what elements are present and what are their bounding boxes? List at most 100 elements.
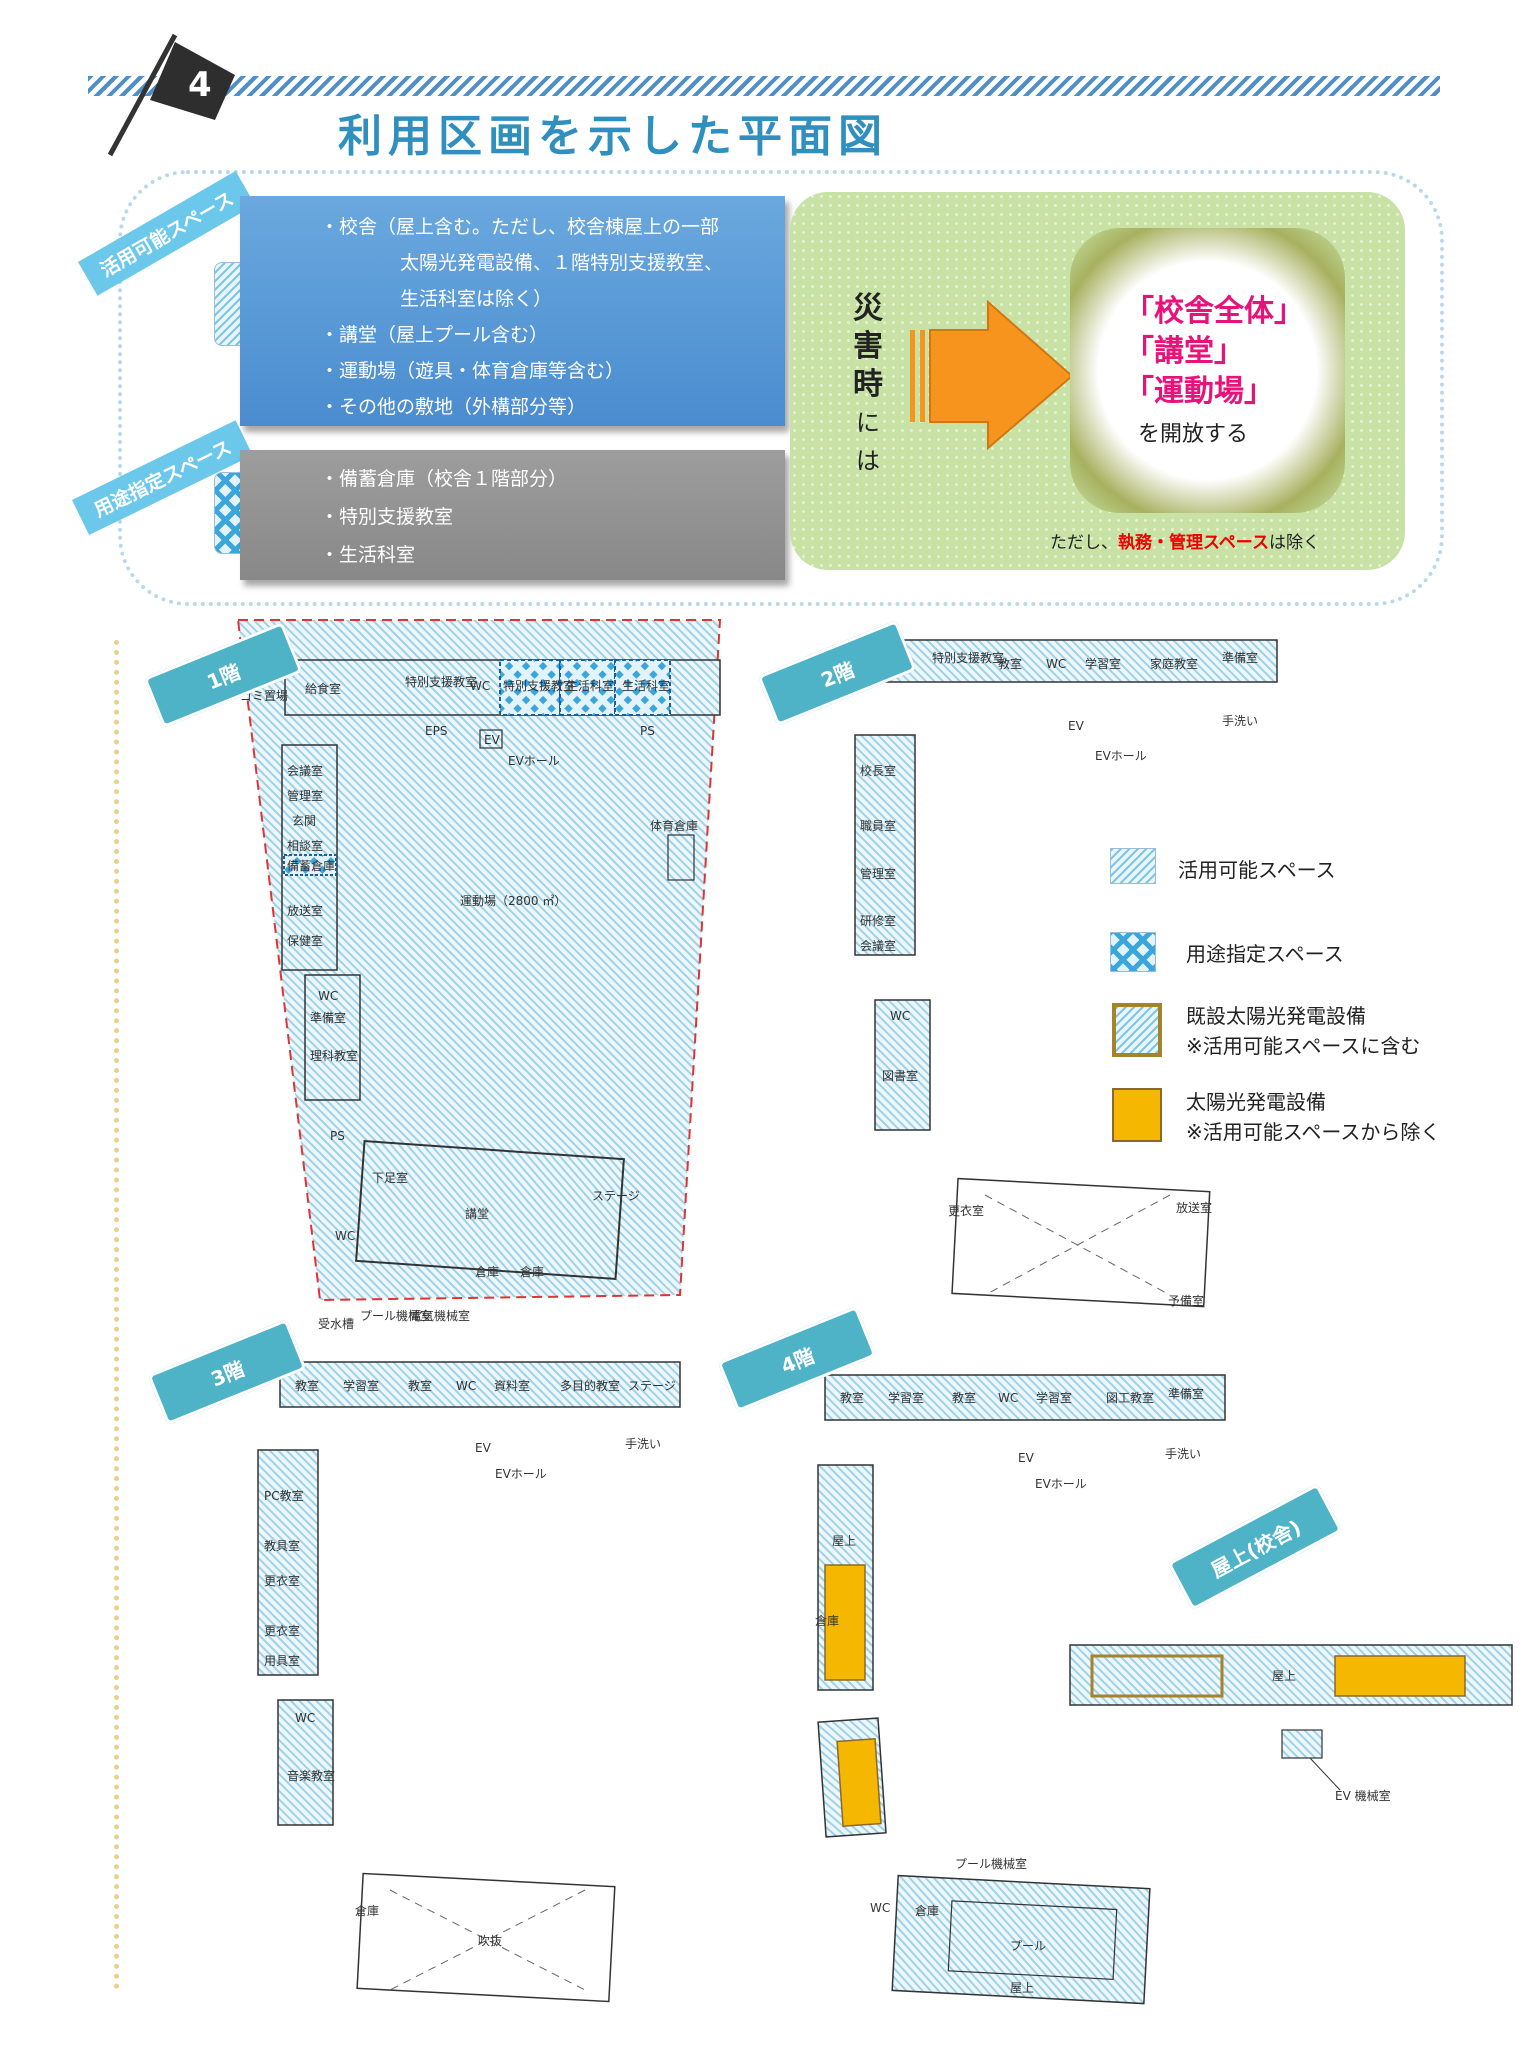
legend-designated-swatch xyxy=(1110,932,1156,972)
floor4-room-classroom-a: 教室 xyxy=(840,1390,864,1405)
page-title: 利用区画を示した平面図 xyxy=(338,111,888,162)
floor1-label-eps: EPS xyxy=(425,724,447,738)
legend-solar-1: 太陽光発電設備 xyxy=(1186,1090,1326,1114)
pool-label-wc: WC xyxy=(870,1901,890,1915)
floor1-room-broadcast: 放送室 xyxy=(287,903,323,918)
roof-ev-leader xyxy=(1309,1757,1341,1791)
floor1-label-gym-storage: 体育倉庫 xyxy=(650,818,698,833)
flag-icon: 4 xyxy=(107,33,235,157)
floor1-room-wc2: WC xyxy=(318,989,338,1003)
floor2-gym-upper xyxy=(951,1177,1211,1308)
legend-usable-swatch xyxy=(1110,848,1156,884)
floor2-label-wash: 手洗い xyxy=(1222,714,1258,728)
floor3-left-wing xyxy=(257,1449,319,1676)
floor3-atrium xyxy=(356,1872,616,2003)
floor2-room-admin: 管理室 xyxy=(860,866,896,881)
floor3-room-wc2: WC xyxy=(295,1711,315,1725)
pool-plan: プール機械室 WC 倉庫 プール 屋上 xyxy=(870,1856,1151,2005)
section-number: 4 xyxy=(188,65,212,105)
floor2-room-library: 図書室 xyxy=(882,1068,918,1083)
open-area-glow xyxy=(1070,228,1345,513)
usable-line-3: 生活科室は除く） xyxy=(400,288,553,310)
note-prefix: ただし、 xyxy=(1050,533,1118,553)
legend-existing-solar-1: 既設太陽光発電設備 xyxy=(1186,1004,1366,1028)
floor3-room-material: 資料室 xyxy=(494,1378,530,1393)
floor3-room-classroom-a: 教室 xyxy=(295,1378,319,1393)
floor1-label-ev: EV xyxy=(484,733,501,747)
floor2-room-meeting: 会議室 xyxy=(860,938,896,953)
floor1-plan: 給食室 特別支援教室 WC 特別支援教室 生活科室 生活科室 会議室 管理室 玄… xyxy=(236,619,722,1331)
legend-existing-solar-swatch xyxy=(1112,1003,1162,1057)
header-stripe xyxy=(88,76,1440,96)
floor1-special-room-1 xyxy=(499,659,561,716)
floor3-label-atrium: 吹抜 xyxy=(478,1934,502,1948)
floor3-room-wc: WC xyxy=(456,1379,476,1393)
floor1-label-storage-a: 倉庫 xyxy=(475,1264,499,1279)
usable-line-2: 太陽光発電設備、１階特別支援教室、 xyxy=(400,252,724,274)
open-line-3: 「運動場」 xyxy=(1124,374,1274,409)
floor3-atrium-cross-b xyxy=(389,1889,586,1991)
legend-solar-2: ※活用可能スペースから除く xyxy=(1186,1120,1441,1144)
floor3-room-equipment: 用具室 xyxy=(264,1653,300,1668)
floor1-life-room-1 xyxy=(559,659,616,716)
roof-existing-solar xyxy=(1090,1654,1224,1698)
pool-label-storage: 倉庫 xyxy=(915,1903,939,1918)
arrow-icon xyxy=(910,300,1074,450)
disaster-char-5: は xyxy=(856,447,880,475)
floor2-room-principal: 校長室 xyxy=(860,763,896,778)
disaster-vertical-text: 災 害 時 に は xyxy=(848,290,888,480)
usable-space-box: ・校舎（屋上含む。ただし、校舎棟屋上の一部 太陽光発電設備、１階特別支援教室、 … xyxy=(240,196,785,426)
floor4-solar-panel-a xyxy=(824,1564,866,1681)
floor3-label-ev: EV xyxy=(475,1441,492,1455)
floor1-room-prep: 準備室 xyxy=(310,1010,346,1025)
floor1-label-ps2: PS xyxy=(330,1129,345,1143)
floor3-label-ev-hall: EVホール xyxy=(495,1467,547,1481)
floor4-label-ev-hall: EVホール xyxy=(1035,1477,1087,1491)
floor1-room-health: 保健室 xyxy=(287,933,323,948)
usable-line-5: ・運動場（遊具・体育倉庫等含む） xyxy=(320,360,625,382)
floor1-room-consult: 相談室 xyxy=(287,838,323,853)
floor3-room-changing-b: 更衣室 xyxy=(264,1623,300,1638)
floor2-library-wing xyxy=(874,999,931,1131)
pool-label-rooftop: 屋上 xyxy=(1010,1981,1034,1995)
floor3-room-multipurpose: 多目的教室 xyxy=(560,1378,620,1393)
floor2-room-training: 研修室 xyxy=(860,913,896,928)
open-line-2: 「講堂」 xyxy=(1124,334,1244,369)
floor3-room-stage: ステージ xyxy=(628,1379,676,1393)
floor3-plan: 教室 学習室 教室 WC 資料室 多目的教室 ステージ PC教室 教具室 更衣室… xyxy=(257,1361,681,2003)
floor1-room-meeting: 会議室 xyxy=(287,763,323,778)
floor1-label-auditorium: 講堂 xyxy=(465,1206,489,1221)
floor1-life-room-2 xyxy=(614,659,671,716)
floor4-room-art: 図工教室 xyxy=(1106,1390,1154,1405)
legend-designated-label: 用途指定スペース xyxy=(1186,942,1344,966)
legend-solar-swatch xyxy=(1112,1088,1162,1142)
pool-label-pool: プール xyxy=(1010,1939,1046,1953)
floor2-label-ev: EV xyxy=(1068,719,1085,733)
open-area-text: 「校舎全体」 「講堂」 「運動場」 を開放する xyxy=(1124,292,1304,448)
floor1-room-science: 理科教室 xyxy=(310,1048,358,1063)
floor4-room-study-b: 学習室 xyxy=(1036,1390,1072,1405)
disaster-char-1: 災 xyxy=(853,291,883,326)
floor3-room-changing-a: 更衣室 xyxy=(264,1573,300,1588)
pool-label-machine: プール機械室 xyxy=(955,1856,1027,1871)
floor3-room-pc: PC教室 xyxy=(264,1488,304,1503)
exclusion-note: ただし、執務・管理スペースは除く xyxy=(1050,528,1320,553)
floor4-room-classroom-b: 教室 xyxy=(952,1390,976,1405)
legend-existing-solar-2: ※活用可能スペースに含む xyxy=(1186,1034,1421,1058)
floor3-room-classroom-b: 教室 xyxy=(408,1378,432,1393)
disaster-char-4: に xyxy=(856,409,880,437)
floor1-room-wc: WC xyxy=(470,679,490,693)
floor4-plan: 教室 学習室 教室 WC 学習室 図工教室 準備室 EV EVホール 手洗い 屋… xyxy=(815,1374,1226,1838)
floor1-room-admin: 管理室 xyxy=(287,788,323,803)
floor1-label-storage-b: 倉庫 xyxy=(520,1264,544,1279)
roof-label-rooftop: 屋上 xyxy=(1272,1669,1296,1683)
designated-line-3: ・生活科室 xyxy=(320,544,416,566)
floor1-auditorium xyxy=(355,1140,625,1280)
floor4-solar-panel-b xyxy=(836,1737,882,1828)
floor1-room-life-b: 生活科室 xyxy=(622,678,670,693)
disaster-char-3: 時 xyxy=(853,367,883,402)
open-line-1: 「校舎全体」 xyxy=(1124,294,1304,329)
floor4-label-wash: 手洗い xyxy=(1165,1447,1201,1461)
floor1-room-cafeteria: 給食室 xyxy=(305,681,341,696)
floor2-room-wc2: WC xyxy=(890,1009,910,1023)
